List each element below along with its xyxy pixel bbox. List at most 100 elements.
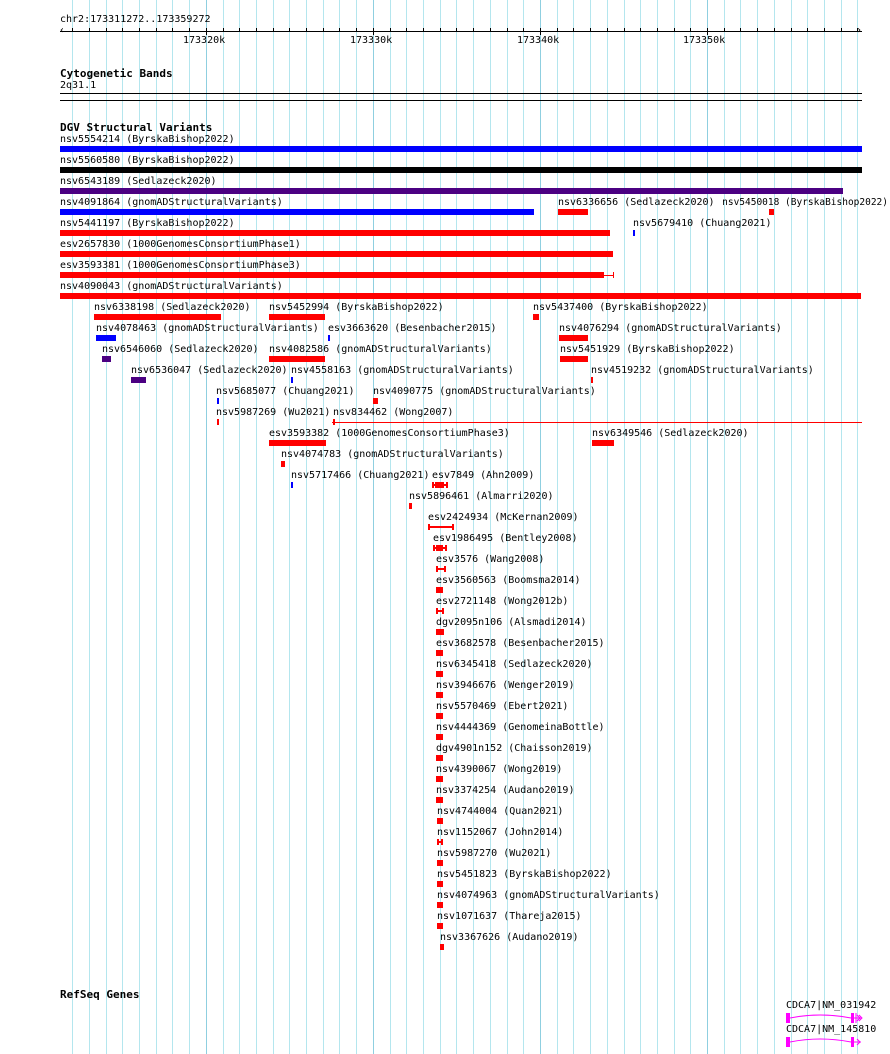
ruler-tick [624,28,625,32]
ruler-tick [841,28,842,32]
grid-line [122,0,123,1054]
variant-bar [409,503,412,509]
grid-line [523,0,524,1054]
variant-bar [96,335,116,341]
grid-line [824,0,825,1054]
ruler-tick [824,28,825,32]
variant-label: nsv4444369 (GenomeinaBottle) [436,722,605,733]
variant-label: nsv5987269 (Wu2021) [216,407,331,418]
variant-label: nsv6336656 (Sedlazeck2020) [558,197,715,208]
ruler-tick [523,28,524,32]
variant-label: nsv6349546 (Sedlazeck2020) [592,428,749,439]
grid-line [306,0,307,1054]
band-top-line [60,93,862,94]
variant-whisker [437,841,443,843]
ruler-tick [72,28,73,32]
grid-line [156,0,157,1054]
variant-label: nsv1071637 (Thareja2015) [437,911,582,922]
ruler-tick [674,28,675,32]
grid-line [72,0,73,1054]
variant-bar [281,461,285,467]
variant-whisker-end [441,839,443,845]
variant-label: nsv5554214 (ByrskaBishop2022) [60,134,235,145]
ruler-tick-label: 173340k [517,35,560,46]
variant-whisker-end [442,608,444,614]
variant-label: nsv3946676 (Wenger2019) [436,680,575,691]
location-label: chr2:173311272..173359272 [60,14,211,25]
variant-whisker [428,526,454,528]
variant-label: nsv5717466 (Chuang2021) [291,470,430,481]
variant-bar [217,398,219,404]
grid-line [356,0,357,1054]
ruler-tick [122,28,123,32]
grid-line [106,0,107,1054]
ruler-tick [607,28,608,32]
variant-label: esv2721148 (Wong2012b) [436,596,569,607]
variant-label: esv3663620 (Besenbacher2015) [328,323,497,334]
grid-line [707,0,708,1054]
ruler-tick [356,28,357,32]
variant-label: esv1986495 (Bentley2008) [433,533,578,544]
ruler-tick [774,28,775,32]
scroll-right-arrow-icon[interactable]: › [856,25,863,36]
variant-label: nsv5451823 (ByrskaBishop2022) [437,869,612,880]
variant-label: esv3576 (Wang2008) [436,554,545,565]
grid-line [373,0,374,1054]
ruler-tick [440,28,441,32]
variant-bar [435,482,444,488]
gene-label: CDCA7|NM_145810 [786,1024,877,1035]
grid-line [590,0,591,1054]
variant-label: nsv5896461 (Almarri2020) [409,491,554,502]
variant-label: nsv5441197 (ByrskaBishop2022) [60,218,235,229]
variant-label: esv3593382 (1000GenomesConsortiumPhase3) [269,428,510,439]
band-bottom-line [60,100,862,101]
ruler-tick [239,28,240,32]
ruler-tick [640,28,641,32]
grid-line [841,0,842,1054]
variant-label: nsv5437400 (ByrskaBishop2022) [533,302,708,313]
grid-line [206,0,207,1054]
variant-label: esv3593381 (1000GenomesConsortiumPhase3) [60,260,301,271]
ruler-tick [189,28,190,32]
grid-line [456,0,457,1054]
grid-line [624,0,625,1054]
ruler-tick [657,28,658,32]
variant-bar [437,881,443,887]
ruler-tick [172,28,173,32]
variant-bar [560,356,588,362]
ruler-tick [339,28,340,32]
variant-whisker-end [436,608,438,614]
variant-label: dgv4901n152 (Chaisson2019) [436,743,593,754]
track-title: Cytogenetic Bands [60,67,173,80]
grid-line [857,0,858,1054]
variant-whisker [604,275,613,276]
ruler-tick [791,28,792,32]
variant-bar [769,209,774,215]
variant-label: nsv4076294 (gnomADStructuralVariants) [559,323,782,334]
scroll-left-arrow-icon[interactable]: ‹ [59,25,66,36]
variant-label: nsv5570469 (Ebert2021) [436,701,569,712]
variant-bar [436,650,443,656]
variant-bar [131,377,146,383]
variant-label: nsv4558163 (gnomADStructuralVariants) [291,365,514,376]
grid-line [423,0,424,1054]
ruler-tick-label: 173330k [350,35,393,46]
variant-bar [436,713,443,719]
variant-label: nsv5685077 (Chuang2021) [216,386,355,397]
grid-line [89,0,90,1054]
grid-line [573,0,574,1054]
grid-line [607,0,608,1054]
grid-line [390,0,391,1054]
gene-model [786,1037,861,1047]
grid-line [674,0,675,1054]
grid-line [490,0,491,1054]
ruler-tick [139,28,140,32]
variant-bar [436,734,443,740]
variant-bar [437,818,443,824]
variant-bar [436,545,443,551]
variant-bar [437,923,443,929]
grid-line [189,0,190,1054]
ruler-tick [89,28,90,32]
ruler-tick-label: 173320k [183,35,226,46]
variant-label: nsv4074783 (gnomADStructuralVariants) [281,449,504,460]
